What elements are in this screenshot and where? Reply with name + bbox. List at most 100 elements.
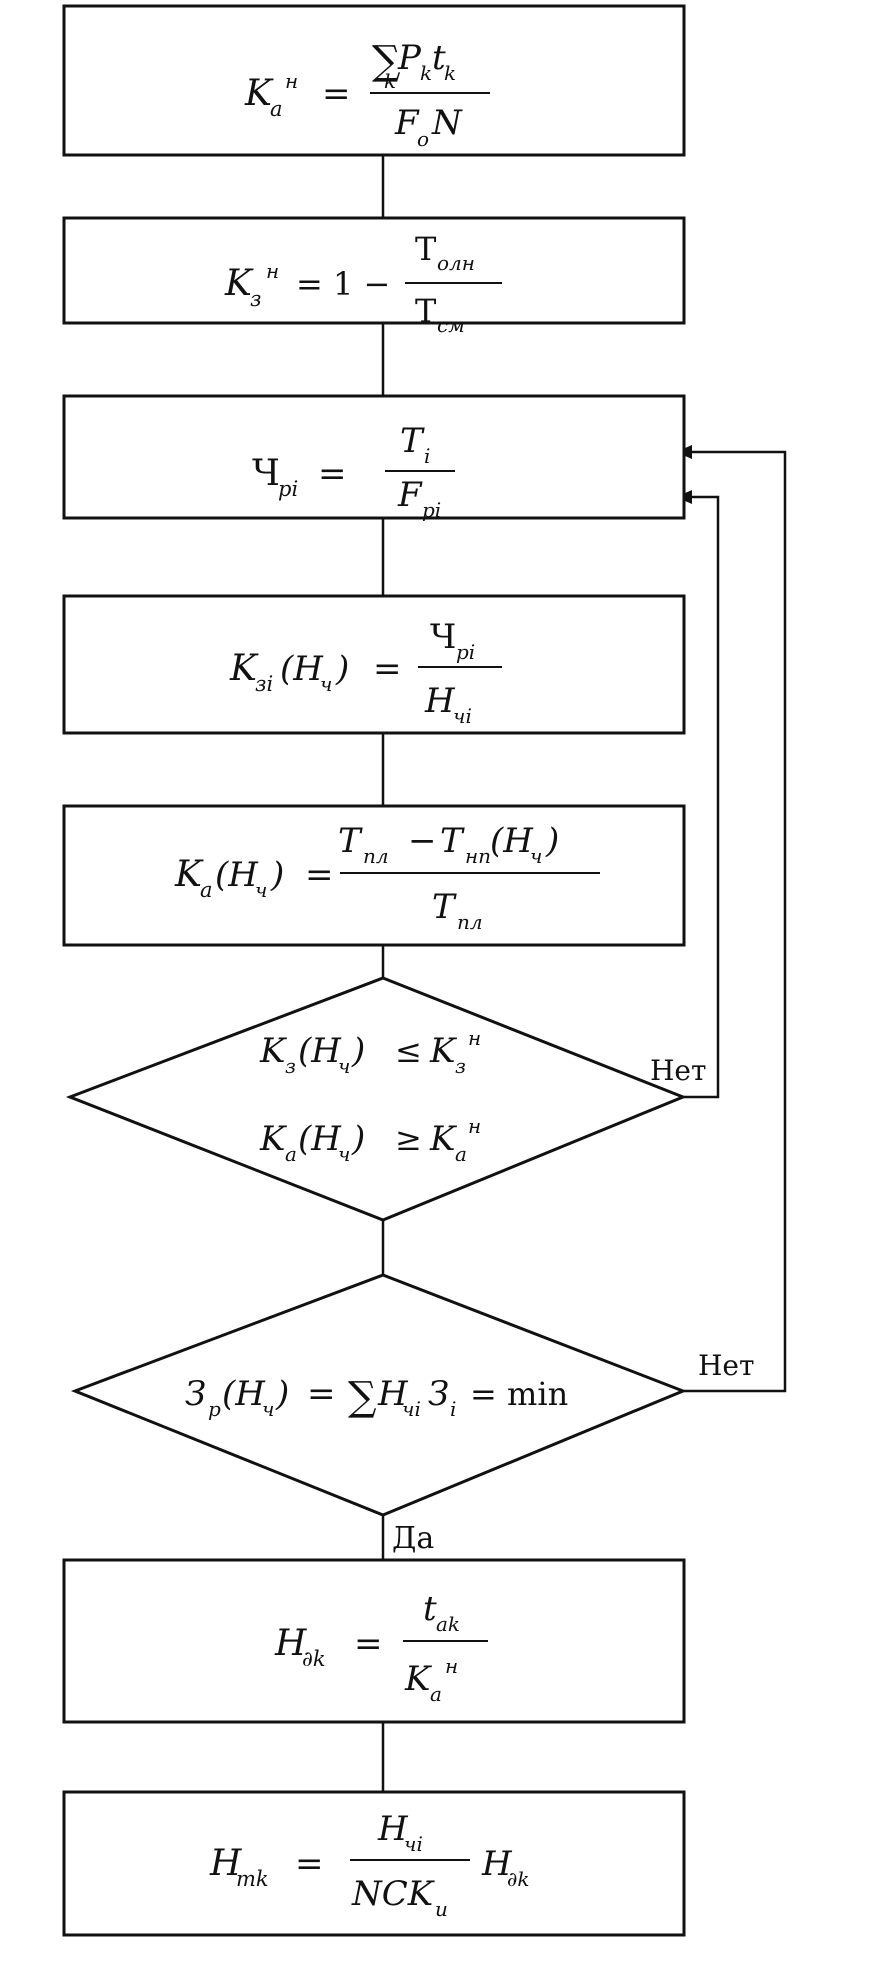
svg-text:∂k: ∂k [302,1647,326,1671]
svg-text:≥: ≥ [395,1120,422,1158]
svg-text:ч: ч [255,878,267,902]
svg-text:): ) [351,1031,365,1071]
svg-text:н: н [266,259,279,283]
svg-text:): ) [275,1374,289,1414]
svg-text:Ч: Ч [430,617,456,657]
box-workload-per-worker: Ч pi = T i F pi [62,394,686,522]
label-yes: Да [392,1521,434,1556]
svg-text:пл: пл [457,910,483,934]
svg-text:T: T [440,821,465,861]
svg-text:N: N [431,103,463,143]
svg-text:p: p [208,1397,221,1421]
svg-text:нп: нп [465,844,491,868]
svg-text:a: a [200,878,213,902]
svg-text:(H: (H [490,821,534,861]
svg-text:H: H [274,1623,307,1664]
box-time-norm: H mk = H чi NCK и H ∂k [62,1790,686,1937]
svg-text:∑: ∑ [348,1374,377,1420]
svg-text:): ) [335,649,349,689]
svg-text:н: н [285,69,298,93]
svg-text:з: з [250,287,261,311]
svg-text:з: з [285,1054,296,1078]
svg-text:ч: ч [320,672,332,696]
svg-text:=: = [295,1844,324,1884]
box-norm-occupancy-coefficient: K з н = 1 − T олн T см [62,216,686,337]
svg-text:t: t [423,1589,437,1629]
svg-text:н: н [445,1654,458,1678]
svg-text:k: k [420,61,432,85]
svg-text:T: T [338,821,363,861]
svg-text:см: см [437,313,465,337]
box-utilization-coefficient: K a (H ч ) = T пл − T нп (H ч ) T пл [62,804,686,947]
svg-text:H: H [377,1809,409,1849]
svg-text:H: H [377,1374,409,1414]
svg-text:(H: (H [298,1031,342,1071]
svg-text:K: K [224,263,254,304]
loop-arrow-no-2 [676,450,787,1393]
svg-text:(H: (H [280,649,324,689]
svg-text:пл: пл [363,844,389,868]
svg-text:ч: ч [530,844,542,868]
svg-text:(H: (H [215,855,259,895]
decision-cost-minimum: З p (H ч ) = ∑ H чi З i = min [70,1273,688,1517]
svg-text:олн: олн [437,251,475,275]
svg-text:≤: ≤ [395,1032,422,1070]
svg-text:NCK: NCK [351,1874,436,1914]
svg-text:K: K [404,1659,433,1699]
svg-text:−: − [408,821,437,861]
svg-text:K: K [229,648,259,689]
svg-text:a: a [455,1142,467,1166]
svg-text:з: з [455,1054,466,1078]
svg-text:н: н [468,1026,481,1050]
svg-text:= min: = min [470,1375,568,1413]
svg-text:T: T [432,887,457,927]
svg-text:K: K [429,1119,458,1159]
svg-text:K: K [174,854,204,895]
box-service-norm: H ∂k = t ak K a н [62,1558,686,1724]
svg-text:=: = [322,74,351,114]
box-occupancy-coefficient-i: K зi (H ч ) = Ч pi H чi [62,594,686,735]
label-no-2: Нет [698,1349,754,1382]
svg-text:K: K [429,1031,458,1071]
svg-text:K: K [244,73,274,114]
svg-text:З: З [428,1374,449,1414]
svg-text:T: T [415,292,437,330]
decision-coefficient-check: K з (H ч ) ≤ K з н K a (H ч ) ≥ K a н [65,976,688,1222]
svg-text:(H: (H [298,1119,342,1159]
svg-text:н: н [468,1114,481,1138]
svg-text:pi: pi [456,640,475,664]
svg-text:F: F [394,103,420,143]
svg-text:i: i [424,444,430,468]
svg-text:чi: чi [404,1832,423,1856]
svg-text:Ч: Ч [252,453,280,494]
box-norm-load-coefficient: K a н = ∑ P k t k k F o N [62,4,686,157]
svg-text:i: i [450,1397,456,1421]
svg-text:): ) [351,1119,365,1159]
svg-text:F: F [397,475,423,515]
svg-text:pi: pi [422,498,441,522]
svg-text:T: T [400,421,425,461]
svg-text:K: K [259,1119,288,1159]
svg-text:K: K [259,1031,288,1071]
svg-text:ч: ч [338,1142,350,1166]
svg-text:): ) [545,821,559,861]
svg-text:чi: чi [453,704,472,728]
svg-text:=: = [354,1624,383,1664]
svg-text:H: H [424,681,456,721]
svg-text:t: t [432,38,446,78]
svg-text:чi: чi [402,1397,421,1421]
svg-text:=: = [307,1374,336,1414]
svg-text:T: T [415,230,437,268]
svg-text:): ) [270,855,284,895]
svg-text:a: a [285,1142,297,1166]
svg-text:ak: ak [436,1612,460,1636]
svg-text:и: и [435,1897,448,1921]
svg-text:∂k: ∂k [507,1867,529,1891]
svg-text:H: H [481,1844,513,1884]
label-no-1: Нет [650,1054,706,1087]
svg-text:k: k [444,61,456,85]
svg-text:=: = [318,454,347,494]
svg-text:ч: ч [262,1397,274,1421]
svg-text:mk: mk [236,1867,269,1891]
svg-text:= 1 −: = 1 − [296,265,390,303]
